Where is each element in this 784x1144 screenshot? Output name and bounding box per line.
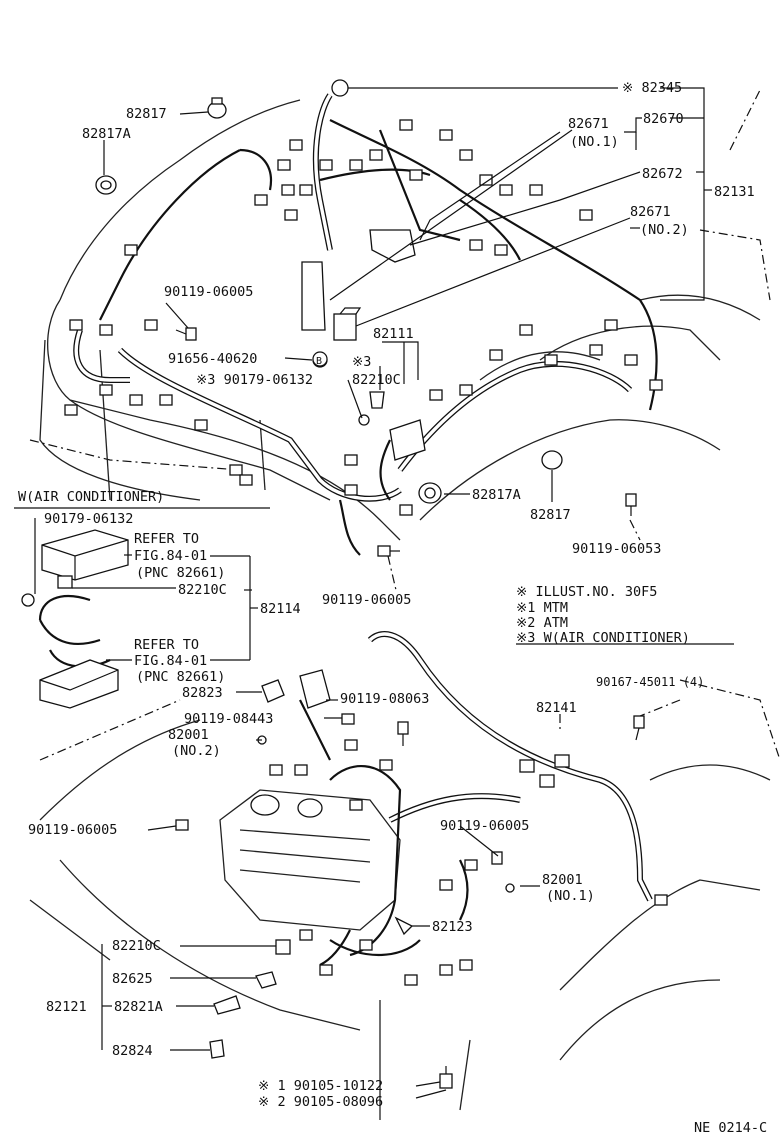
label-82001-no2-sub: (NO.2) — [172, 743, 221, 759]
label-90119-06005-c: 90119-06005 — [28, 822, 117, 838]
label-82625: 82625 — [112, 971, 153, 987]
callout-labels: ※ 82345 82670 82671 (NO.1) 82672 82131 8… — [18, 80, 767, 1136]
label-82141: 82141 — [536, 700, 577, 716]
label-82210C-box: 82210C — [178, 582, 227, 598]
label-82123: 82123 — [432, 919, 473, 935]
marker-b-circle — [312, 351, 328, 367]
legend-line-3: ※3 W(AIR CONDITIONER) — [516, 630, 690, 646]
label-82823: 82823 — [182, 685, 223, 701]
label-90119-06005-d: 90119-06005 — [440, 818, 529, 834]
label-refer-to-2: REFER TO — [134, 637, 199, 653]
clamp-82817A-mid-icon — [418, 482, 442, 504]
bolt-90105-icon — [439, 1066, 453, 1089]
legend-line-2: ※2 ATM — [516, 615, 568, 631]
bolt-90179-06132-ac-icon — [21, 593, 35, 607]
label-91656-40620: 91656-40620 — [168, 351, 257, 367]
bolt-90119-06005-d-icon — [491, 851, 503, 865]
label-82670: 82670 — [643, 111, 684, 127]
label-82001-no1: 82001 — [542, 872, 583, 888]
label-82672: 82672 — [642, 166, 683, 182]
label-82817-mid: 82817 — [530, 507, 571, 523]
label-pnc-1: (PNC 82661) — [136, 565, 225, 581]
clip-82001-no1-icon — [505, 883, 515, 893]
figure-code: NE 0214-C — [694, 1120, 767, 1136]
bracket-82672-icon — [369, 229, 416, 263]
legend-line-1: ※1 MTM — [516, 600, 568, 616]
leader-lines — [14, 87, 734, 1099]
clamp-82817A-top-icon — [95, 175, 117, 195]
bolt-90119-06005-c-icon — [175, 819, 189, 831]
label-fig-2: FIG.84-01 — [134, 653, 207, 669]
clamp-82817-top-icon — [207, 97, 227, 119]
label-90179-06132: 90179-06132 — [44, 511, 133, 527]
label-82817-top: 82817 — [126, 106, 167, 122]
bolt-90119-08443-icon — [341, 713, 355, 725]
label-90179-06132-w3: ※3 90179-06132 — [196, 372, 313, 388]
clamp-82345-icon — [331, 79, 349, 97]
label-82671-no2-sub: (NO.2) — [640, 222, 689, 238]
label-90119-06053: 90119-06053 — [572, 541, 661, 557]
label-82114: 82114 — [260, 601, 301, 617]
bolt-90167-45011-icon — [633, 715, 645, 741]
engine-wire-lower — [299, 631, 653, 966]
label-82824: 82824 — [112, 1043, 153, 1059]
label-pnc-2: (PNC 82661) — [136, 669, 225, 685]
clamp-82821A-icon — [213, 995, 241, 1015]
relay-82111-icon — [389, 419, 426, 461]
label-82210C-w3-mark: ※3 — [352, 354, 371, 370]
label-82671-no2: 82671 — [630, 204, 671, 220]
relay-block-ac2-icon — [39, 659, 119, 709]
label-90119-08063: 90119-08063 — [340, 691, 429, 707]
label-90119-08443: 90119-08443 — [184, 711, 273, 727]
label-82001-no2: 82001 — [168, 727, 209, 743]
connector-82210C-ac-icon — [57, 575, 73, 589]
label-82111: 82111 — [373, 326, 414, 342]
parts-icons — [21, 79, 645, 1089]
label-82210C-w3: 82210C — [352, 372, 401, 388]
label-90167-45011: 90167-45011 (4) — [596, 675, 704, 689]
label-82345: ※ 82345 — [622, 80, 682, 96]
connector-blocks — [64, 119, 668, 986]
label-82001-no1-sub: (NO.1) — [546, 888, 595, 904]
label-82817A-top: 82817A — [82, 126, 131, 142]
label-90105-10122: ※ 1 90105-10122 — [258, 1078, 383, 1094]
label-82671-no1-sub: (NO.1) — [570, 134, 619, 150]
label-82210C-bot: 82210C — [112, 938, 161, 954]
label-82671-no1: 82671 — [568, 116, 609, 132]
connector-82210C-bot-icon — [275, 939, 291, 955]
label-90119-06005-a: 90119-06005 — [164, 284, 253, 300]
bolt-90119-06005-b-icon — [377, 545, 400, 557]
label-82121: 82121 — [46, 999, 87, 1015]
clamp-82823-icon — [261, 679, 285, 703]
bolt-90119-06053-icon — [625, 493, 637, 516]
bolt-90119-06005-a-icon — [175, 327, 197, 341]
bracket-82123-icon — [394, 916, 414, 936]
bracket-90119-08063-icon — [299, 669, 331, 709]
clamp-82625-icon — [255, 971, 277, 989]
bolt-90179-06132-icon — [358, 414, 370, 426]
bracket-82670-icon — [301, 261, 326, 331]
clamp-82824-icon — [209, 1039, 225, 1059]
connector-82210C-w3-icon — [369, 391, 385, 409]
label-90105-08096: ※ 2 90105-08096 — [258, 1094, 383, 1110]
label-90119-06005-b: 90119-06005 — [322, 592, 411, 608]
label-82817A-mid: 82817A — [472, 487, 521, 503]
legend-line-0: ※ ILLUST.NO. 30F5 — [516, 584, 657, 600]
relay-block-ac-icon — [41, 529, 129, 581]
label-82821A: 82821A — [114, 999, 163, 1015]
label-refer-to-1: REFER TO — [134, 531, 199, 547]
label-fig-1: FIG.84-01 — [134, 548, 207, 564]
ac-sub-harness — [38, 595, 111, 668]
marker-b-text: B — [316, 356, 322, 367]
label-82131: 82131 — [714, 184, 755, 200]
bolt-90119-08063-lower-icon — [397, 721, 409, 746]
clamp-82817-mid-icon — [541, 450, 563, 470]
bracket-82671-no2-icon — [333, 307, 362, 341]
engine-room-harness-upper — [73, 93, 658, 556]
ac-box-title: W(AIR CONDITIONER) — [18, 489, 164, 505]
